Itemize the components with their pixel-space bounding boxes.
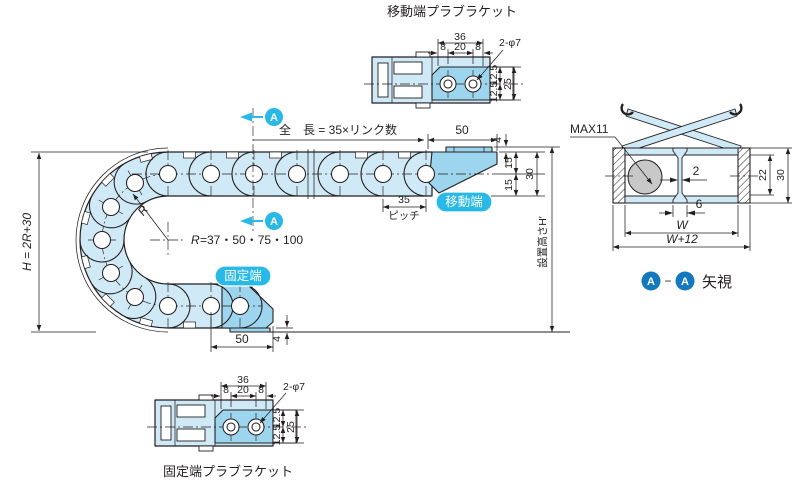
dim-4-bottom: 4	[271, 315, 293, 345]
dim-22-text: 22	[757, 169, 769, 181]
dim-30-text: 30	[775, 169, 787, 181]
dim-8-right: 8	[475, 41, 481, 53]
dim-50-bottom: 50	[210, 312, 274, 352]
moving-bracket-dims: 36 8 20 8 2-φ7 12.5 12.5 25	[428, 31, 521, 102]
dim-36: 36	[237, 374, 249, 386]
moving-bracket-detail: 移動端プラブラケット 36 8 20 8 2-φ7 12.5 12.5 25	[364, 4, 524, 109]
section-view-label: A − A 矢視	[641, 271, 732, 291]
fixed-bracket-title: 固定端プラブラケット	[163, 464, 293, 479]
dim-bend-height: H = 2R+30	[20, 151, 148, 333]
dim-cable-max: MAX11	[570, 122, 653, 185]
fixed-end-badge-text: 固定端	[224, 268, 262, 283]
dim-15-a: 15	[503, 157, 515, 169]
dim-125-lower: 12.5	[488, 82, 500, 103]
dim-8-left: 8	[440, 41, 446, 53]
dim-8-left: 8	[223, 384, 229, 396]
label-marker-badge	[675, 271, 695, 291]
dim-flange: 6	[659, 197, 705, 217]
dim-125-upper: 12.5	[488, 65, 500, 86]
dim-2-text: 2	[693, 164, 700, 178]
section-marker-a-top: A	[270, 112, 278, 124]
label-marker-a2: A	[681, 276, 689, 288]
link-joints	[92, 164, 436, 316]
moving-end-badge: 移動端	[435, 191, 493, 213]
dim-4-top-text: 4	[492, 137, 504, 143]
radius-symbol: R	[191, 233, 200, 247]
dim-50-bottom-text: 50	[235, 332, 249, 346]
section-marker-badge	[265, 212, 283, 230]
moving-end-foot	[445, 146, 493, 153]
dim-4-bottom-text: 4	[271, 336, 283, 342]
radius-symbol-leader: R	[135, 203, 152, 219]
moving-end-fitting	[428, 151, 498, 194]
dim-w-text: W	[676, 218, 689, 232]
hook-icon	[620, 103, 634, 116]
dim-20: 20	[237, 384, 249, 396]
label-marker-badge	[641, 271, 661, 291]
pitch-value: 35	[398, 194, 410, 206]
fixed-end-foot	[229, 327, 271, 333]
dim-25: 25	[502, 78, 514, 90]
dim-web: 2	[660, 164, 707, 183]
fixed-end-badge: 固定端	[214, 265, 272, 287]
section-marker-badge	[265, 108, 283, 126]
section-arrow-icon	[240, 216, 252, 226]
install-height-text: 設置高さH′	[536, 216, 549, 268]
link-notches	[81, 151, 411, 329]
side-wall	[612, 147, 626, 204]
label-yashi: 矢視	[702, 274, 732, 291]
section-cut-line: A A	[240, 108, 283, 231]
side-wall	[737, 147, 751, 204]
section-view: MAX11 2 6 22 30 W W+	[570, 103, 792, 291]
total-length-text: 全 長 = 35×リンク数	[279, 122, 397, 137]
label-marker-a1: A	[647, 276, 655, 288]
dim-50-top: 50	[427, 123, 498, 151]
bend-envelope-arc	[75, 147, 169, 333]
fixed-bracket-dims: 36 8 20 8 2-φ7 12.5 12.5 25	[211, 374, 305, 445]
dim-6-text: 6	[696, 197, 703, 211]
dim-30-main: 30	[524, 168, 536, 180]
divider	[672, 147, 688, 204]
dim-section-widths: W W+12	[612, 205, 751, 251]
section-marker-a-bottom: A	[270, 216, 278, 228]
label-dash: −	[664, 274, 671, 288]
dim-50-top-text: 50	[455, 123, 469, 137]
bend-height-text: H = 2R+30	[20, 213, 34, 271]
dim-20: 20	[454, 41, 466, 53]
moving-bracket-title: 移動端プラブラケット	[387, 4, 517, 19]
radius-values: =37・50・75・100	[200, 233, 303, 247]
hole-callout: 2-φ7	[499, 37, 521, 49]
dim-w12-text: W+12	[666, 232, 698, 246]
hook-icon	[729, 103, 743, 116]
dim-height-right: 15 15 30	[445, 152, 545, 197]
dim-125-upper: 12.5	[271, 408, 283, 429]
bolt-hole	[439, 75, 457, 93]
section-arrow-icon	[240, 112, 252, 122]
dim-8-right: 8	[258, 384, 264, 396]
dim-15-b: 15	[503, 179, 515, 191]
dim-36: 36	[454, 31, 466, 43]
dim-pitch: 35 ピッチ	[382, 194, 427, 222]
main-view: A A 全 長 = 35×リンク数 50 4 15 15 30 設置高さH′	[20, 108, 570, 352]
dim-total-length: 全 長 = 35×リンク数	[253, 122, 424, 143]
dim-section-heights: 22 30	[750, 147, 792, 204]
pitch-label: ピッチ	[388, 210, 420, 222]
hole-callout: 2-φ7	[283, 381, 305, 393]
dim-install-height: 設置高さH′	[536, 147, 555, 332]
fixed-bracket-detail: 36 8 20 8 2-φ7 12.5 12.5 25 固定端プラブラケット	[147, 374, 307, 479]
dim-125-lower: 12.5	[271, 425, 283, 446]
cable-circle	[627, 159, 663, 195]
moving-end-badge-text: 移動端	[445, 195, 483, 209]
dim-25: 25	[285, 421, 297, 433]
bolt-hole	[222, 418, 240, 436]
max11-text: MAX11	[570, 122, 609, 136]
